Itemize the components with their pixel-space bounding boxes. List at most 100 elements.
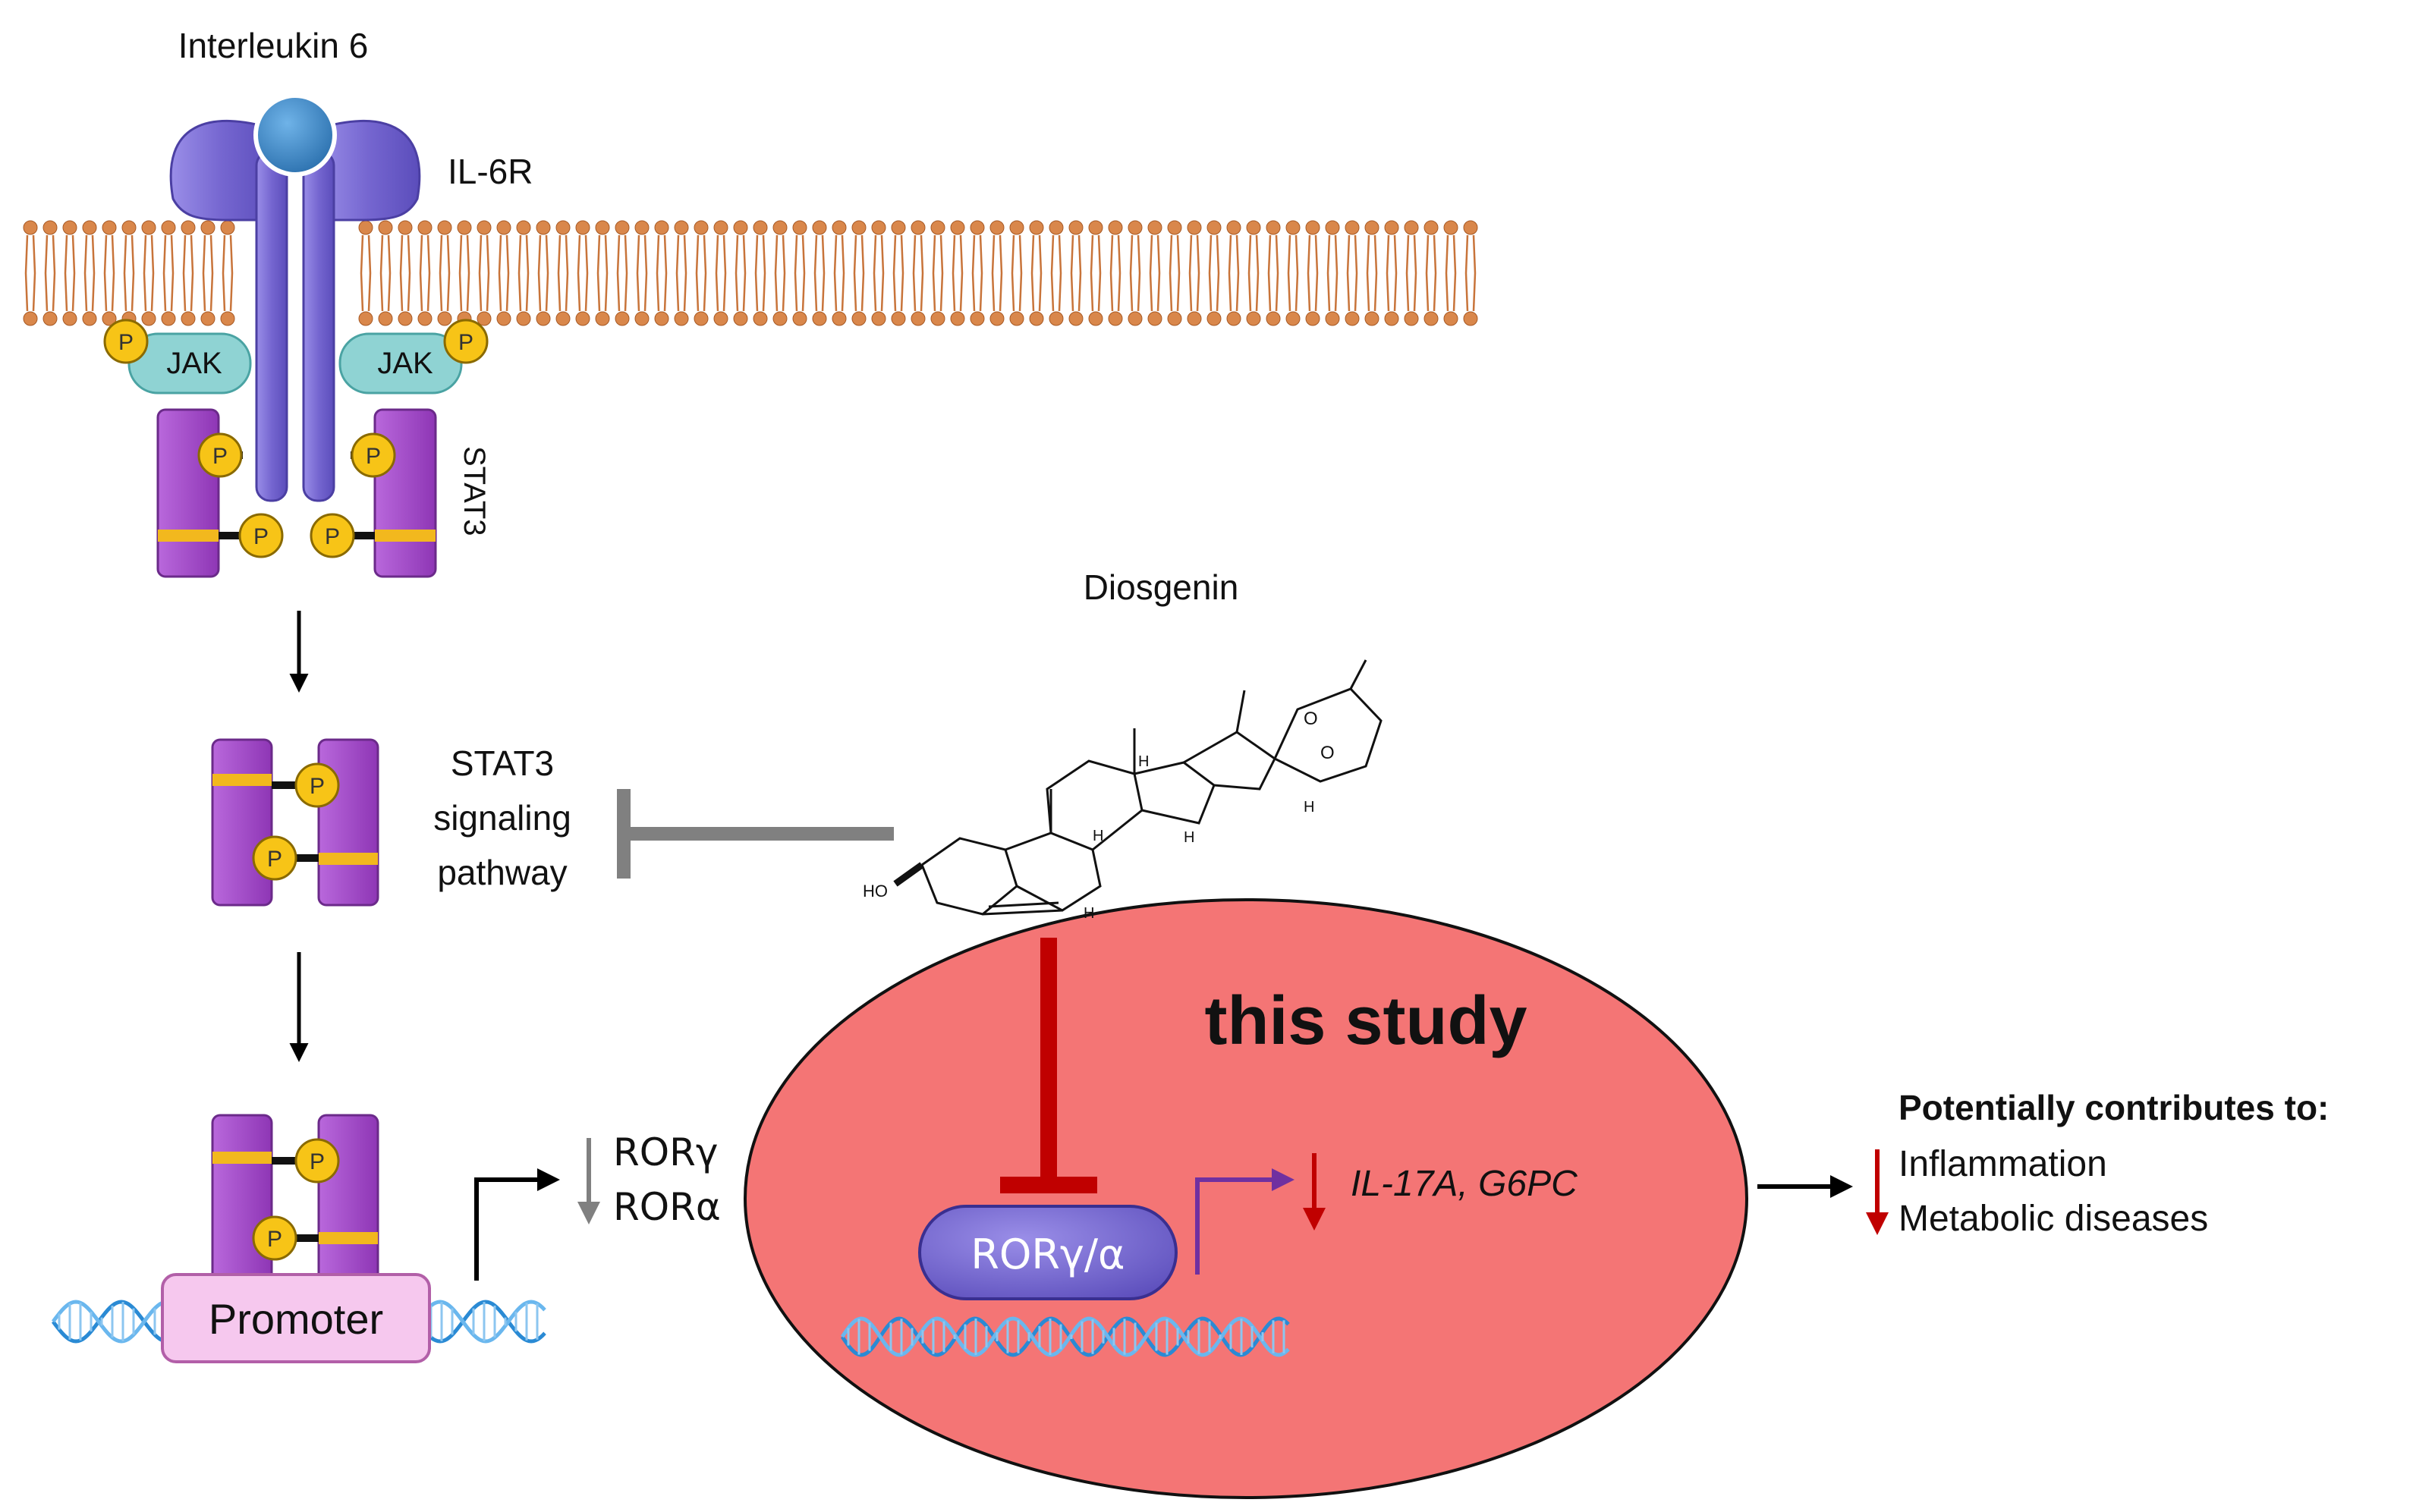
lipid-tail	[1425, 234, 1430, 274]
lipid-tail	[892, 234, 897, 274]
lipid-head	[1266, 311, 1281, 326]
lipid-head	[792, 220, 807, 235]
lipid-tail	[1445, 234, 1449, 274]
lipid-tail	[833, 234, 838, 274]
lipid-tail	[190, 272, 194, 312]
lipid-tail	[103, 272, 108, 312]
lipid-head	[871, 220, 886, 235]
lipid-head	[42, 220, 58, 235]
lipid-tail	[1295, 234, 1299, 274]
lipid-tail	[1247, 272, 1252, 312]
lipid-head	[1029, 220, 1044, 235]
svg-text:JAK: JAK	[377, 347, 433, 380]
lipid-head	[1404, 311, 1419, 326]
lipid-head	[753, 311, 768, 326]
lipid-tail	[162, 272, 167, 312]
lipid-tail	[1255, 234, 1260, 274]
phosphate-icon	[351, 432, 396, 478]
phosphate-label: P	[118, 330, 134, 355]
lipid-tail	[1334, 272, 1339, 312]
lipid-head	[950, 220, 965, 235]
lipid-tail	[150, 272, 155, 312]
lipid-tail	[426, 234, 431, 274]
lipid-head	[713, 220, 728, 235]
lipid-tail	[1188, 272, 1193, 312]
lipid-tail	[1307, 234, 1311, 274]
lipid-tail	[1196, 272, 1200, 312]
lipid-head	[477, 311, 492, 326]
cell-membrane	[23, 220, 1478, 326]
lipid-tail	[656, 234, 660, 274]
lipid-tail	[813, 272, 818, 312]
lipid-tail	[1326, 272, 1331, 312]
lipid-head	[1128, 220, 1143, 235]
lipid-tail	[360, 234, 364, 274]
lipid-head	[1049, 220, 1064, 235]
lipid-tail	[486, 272, 490, 312]
diosgenin-label: Diosgenin	[1084, 567, 1239, 607]
lipid-tail	[762, 234, 766, 274]
lipid-head	[1423, 311, 1439, 326]
lipid-head	[1285, 311, 1301, 326]
stat3-pathway-label: STAT3 signaling pathway	[433, 743, 571, 892]
lipid-tail	[32, 272, 36, 312]
lipid-tail	[557, 272, 562, 312]
phosphate-icon	[443, 319, 489, 364]
phosphate-label: P	[458, 330, 473, 355]
lipid-tail	[683, 234, 687, 274]
lipid-head	[1285, 220, 1301, 235]
ror-gamma-label: RORγ	[613, 1130, 718, 1174]
lipid-tail	[1275, 234, 1279, 274]
lipid-tail	[1267, 272, 1272, 312]
phosphate-icon	[294, 762, 340, 808]
lipid-tail	[399, 272, 404, 312]
lipid-tail	[439, 234, 443, 274]
lipid-tail	[517, 272, 522, 312]
lipid-head	[161, 311, 176, 326]
lipid-head	[378, 220, 393, 235]
lipid-head	[615, 311, 630, 326]
lipid-tail	[1058, 272, 1062, 312]
phosphate-icon	[238, 513, 284, 558]
lipid-tail	[505, 234, 510, 274]
outcome-heading: Potentially contributes to:	[1899, 1088, 2329, 1127]
lipid-tail	[1452, 234, 1457, 274]
lipid-head	[141, 311, 156, 326]
lipid-tail	[1050, 272, 1055, 312]
lipid-tail	[537, 234, 542, 274]
lipid-tail	[703, 234, 707, 274]
lipid-head	[634, 220, 650, 235]
lipid-head	[1128, 311, 1143, 326]
lipid-tail	[1156, 272, 1161, 312]
lipid-head	[851, 311, 867, 326]
lipid-head	[674, 220, 689, 235]
lipid-tail	[774, 272, 779, 312]
lipid-tail	[399, 234, 404, 274]
lipid-tail	[1216, 272, 1220, 312]
phosphate-label: P	[310, 1149, 325, 1174]
lipid-head	[1108, 311, 1123, 326]
lipid-tail	[379, 234, 384, 274]
lipid-head	[575, 311, 590, 326]
lipid-tail	[1090, 234, 1094, 274]
lipid-tail	[1464, 272, 1469, 312]
lipid-tail	[1334, 234, 1339, 274]
lipid-tail	[466, 272, 470, 312]
lipid-tail	[762, 272, 766, 312]
lipid-tail	[419, 272, 423, 312]
lipid-tail	[1235, 234, 1240, 274]
lipid-head	[102, 311, 117, 326]
lipid-tail	[1109, 234, 1114, 274]
lipid-tail	[1070, 234, 1074, 274]
lipid-tail	[123, 272, 127, 312]
lipid-tail	[774, 234, 779, 274]
lipid-head	[417, 311, 433, 326]
lipid-tail	[1373, 234, 1378, 274]
lipid-tail	[1413, 272, 1417, 312]
lipid-tail	[754, 272, 759, 312]
lipid-head	[1068, 220, 1084, 235]
lipid-tail	[131, 272, 135, 312]
lipid-head	[970, 311, 985, 326]
lipid-tail	[735, 272, 739, 312]
